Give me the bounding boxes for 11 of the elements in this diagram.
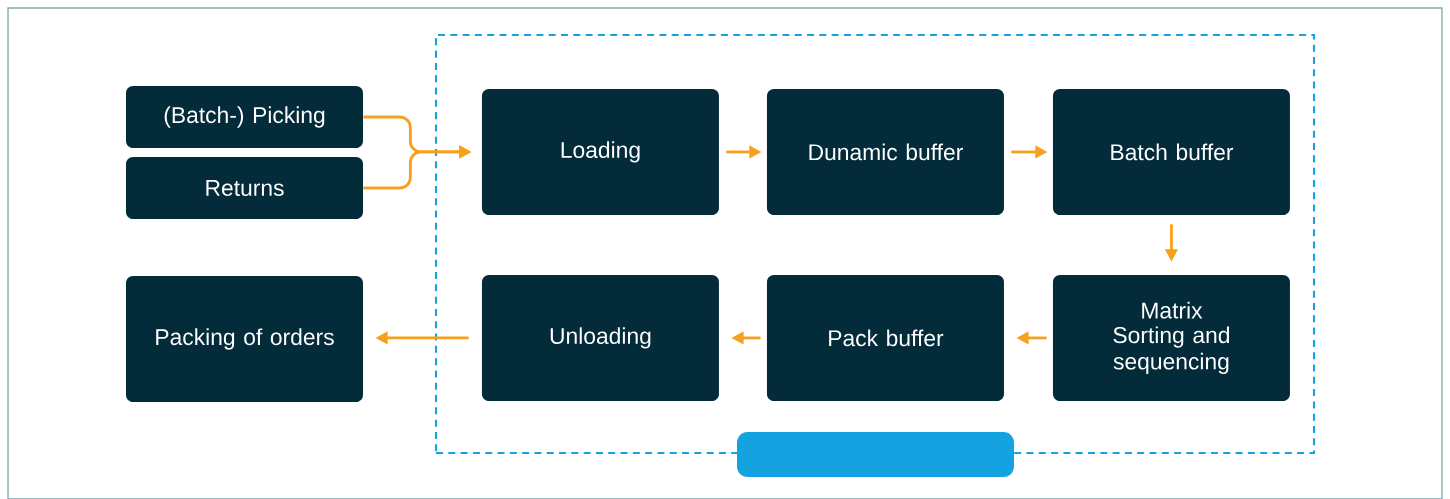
process-box: Matrix Sorting and sequencing bbox=[1052, 274, 1290, 401]
dashed-frame bbox=[434, 33, 1316, 455]
process-box: Unloading bbox=[481, 274, 719, 401]
process-box: Loading bbox=[481, 88, 719, 215]
process-box: Batch buffer bbox=[1052, 88, 1290, 215]
process-box: Dunamic buffer bbox=[766, 88, 1004, 215]
label-badge bbox=[737, 432, 1014, 477]
process-box: Returns bbox=[126, 157, 363, 219]
process-box: Packing of orders bbox=[126, 276, 363, 402]
process-box: (Batch-) Picking bbox=[126, 86, 363, 148]
process-box: Pack buffer bbox=[766, 274, 1004, 401]
